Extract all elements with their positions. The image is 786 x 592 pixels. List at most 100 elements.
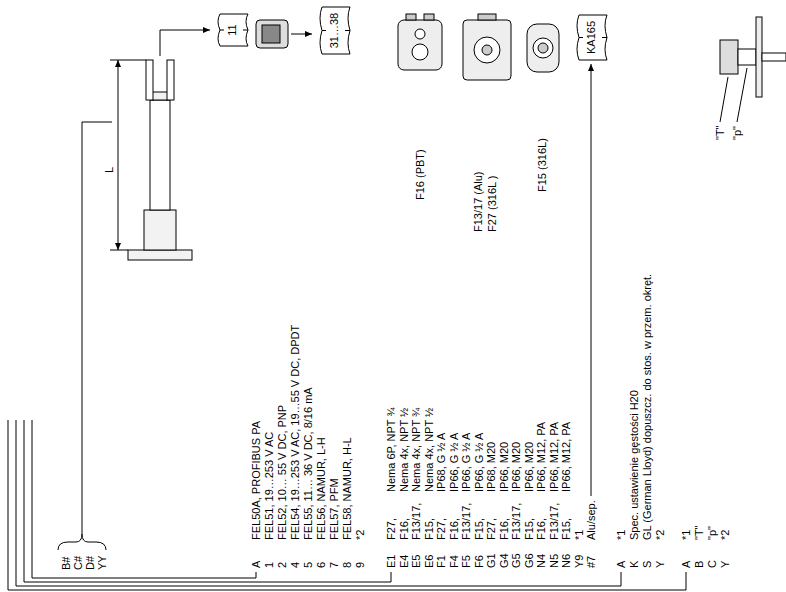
option-code: A: [680, 561, 692, 568]
option-code: S: [641, 561, 653, 568]
option-text: F27,: [435, 518, 447, 540]
leader-line: [737, 68, 747, 122]
option-code: Y: [719, 561, 731, 568]
option-text: *2: [654, 530, 666, 540]
option-text: F13/17,: [510, 503, 522, 540]
order-code: C#: [72, 556, 84, 570]
option-text: IP66, G ½ A: [473, 433, 485, 492]
housing-label: F16 (PBT): [414, 149, 426, 200]
reference-arrow: [160, 30, 210, 56]
option-code: Y: [654, 561, 666, 568]
tree-line: [8, 420, 686, 590]
option-code: 2: [276, 562, 288, 568]
option-text: F27,: [385, 518, 397, 540]
option-text: *1: [680, 530, 692, 540]
option-code: 7: [328, 562, 340, 568]
option-text: IP68, G ½ A: [435, 433, 447, 492]
option-text: FEL56, NAMUR, L-H: [315, 437, 327, 540]
housing-f16: [398, 14, 442, 70]
option-text: Nema 4x, NPT ½: [398, 408, 410, 492]
display-module: [256, 20, 312, 48]
option-code: N6: [560, 554, 572, 568]
option-text: IP66, M12, PA: [548, 422, 560, 492]
fork-tine: [146, 60, 153, 100]
option-text: IP66, G ½ A: [460, 433, 472, 492]
housing-lid: [474, 37, 500, 63]
housing-label: F15 (316L): [536, 138, 548, 192]
cable-gland: [424, 14, 434, 20]
housing-lid: [482, 45, 492, 55]
script-lines: [591, 64, 592, 496]
option-text: *2: [354, 530, 366, 540]
housing-lid: [412, 44, 428, 60]
order-tree: [8, 420, 686, 590]
book-cover: [218, 14, 248, 46]
dimension-label: L: [103, 166, 115, 174]
option-text: GL (German Lloyd) dopuszcz. do stos. w p…: [641, 274, 653, 540]
option-text: FEL58, NAMUR, H-L: [341, 437, 353, 540]
book-cover: [577, 15, 607, 60]
option-text: FEL55, 11… 36 V DC, 8/16 mA: [302, 387, 314, 540]
option-code: 4: [289, 562, 301, 568]
leader-line: [82, 122, 112, 534]
hex-nut: [720, 40, 738, 74]
option-code: 6: [315, 562, 327, 568]
option-text: F15,: [560, 518, 572, 540]
reference-arrow: [591, 64, 592, 496]
option-text: *2: [719, 530, 731, 540]
book-page-ref: 31…38: [328, 13, 340, 48]
option-text: IP68, M20: [485, 442, 497, 492]
fork-tine: [167, 60, 174, 100]
option-code: G4: [498, 553, 510, 568]
option-code: C: [706, 560, 718, 568]
probe-tube: [762, 53, 786, 61]
option-code: B: [693, 561, 705, 568]
option-text: IP66, G ½ A: [448, 433, 460, 492]
module-body: [256, 20, 288, 48]
option-text: F16,: [498, 518, 510, 540]
option-code: N4: [535, 554, 547, 568]
housing-lid: [415, 29, 425, 39]
option-code: 9: [354, 562, 366, 568]
option-code: A: [615, 561, 627, 568]
option-text: Alu/sep.: [585, 500, 597, 540]
length-brace: [58, 122, 112, 550]
option-text: F16,: [535, 518, 547, 540]
order-code: YY: [96, 555, 108, 570]
option-code: 8: [341, 562, 353, 568]
module-screen: [262, 25, 280, 43]
housing-lid: [533, 38, 553, 58]
option-text: "T": [693, 525, 705, 540]
callout-label: "T": [714, 125, 726, 140]
option-text: FEL54, 19…253 V AC, 19…55 V DC, DPDT: [289, 325, 301, 540]
callout-label: "p": [731, 126, 743, 140]
option-text: F15,: [473, 518, 485, 540]
manual-book: 31…38: [316, 5, 352, 56]
probe-housing: [144, 210, 176, 250]
neck: [738, 49, 756, 65]
cable-gland: [478, 14, 496, 20]
option-code: E6: [423, 555, 435, 568]
order-code: D#: [84, 556, 96, 570]
flange-plate: [756, 17, 762, 97]
option-code: N5: [548, 554, 560, 568]
reference-arrow: [291, 34, 312, 35]
option-text: F15,: [423, 518, 435, 540]
option-code: E5: [410, 555, 422, 568]
option-text: Nema 4x, NPT ½: [423, 408, 435, 492]
option-code: F1: [435, 555, 447, 568]
option-text: IP66, M12, PA: [560, 422, 572, 492]
book-cover: [320, 7, 350, 54]
tree-line: [16, 420, 621, 586]
option-text: Nema 6P, NPT ¾: [385, 407, 397, 492]
housing-f15: [527, 24, 559, 72]
option-text: Nema 4x, NPT ¾: [410, 408, 422, 492]
extension-line: [110, 60, 146, 250]
option-text: FEL57, PFM: [328, 478, 340, 540]
option-code: Y9: [573, 555, 585, 568]
option-code: 1: [263, 562, 275, 568]
probe-tube: [150, 100, 170, 210]
option-code: #7: [585, 556, 597, 568]
